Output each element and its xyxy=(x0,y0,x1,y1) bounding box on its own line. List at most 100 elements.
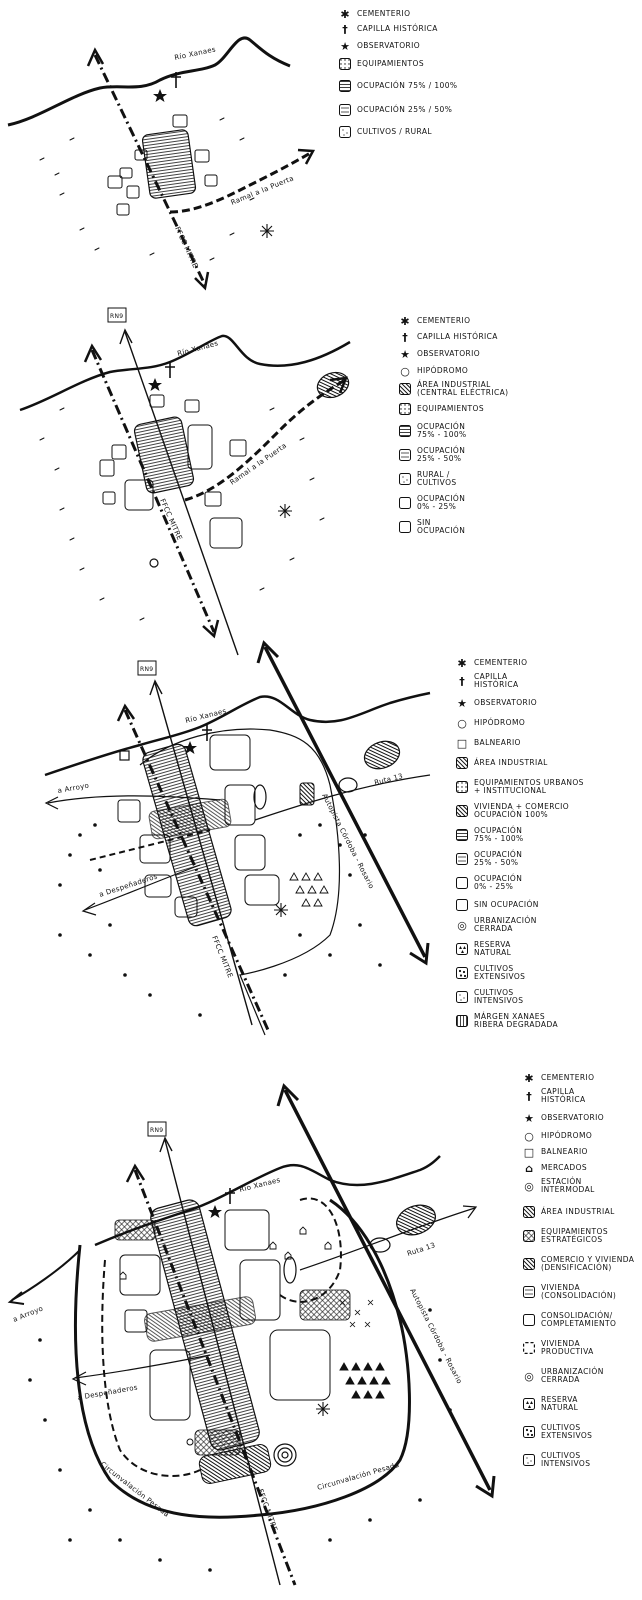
empty-square-icon xyxy=(522,1314,536,1326)
legend-item: Rural / Cultivos xyxy=(398,471,457,487)
river-label: Río Xanaes xyxy=(185,707,228,725)
dense-block xyxy=(141,129,197,199)
legend-item: Sin Ocupación xyxy=(455,899,539,911)
block-group xyxy=(119,1209,331,1421)
urban-edge xyxy=(139,728,341,1036)
legend-stage-1: ✱Cementerio †Capilla Histórica ★Observat… xyxy=(338,8,638,143)
rail-arrow-north xyxy=(86,47,105,67)
sparse-square-icon xyxy=(455,991,469,1003)
route-tag-label: RN9 xyxy=(140,666,153,673)
crop-dots xyxy=(58,823,382,1017)
legend-stage-2: ✱Cementerio †Capilla Histórica ★Observat… xyxy=(398,315,638,535)
ring-road xyxy=(73,1198,411,1519)
legend-item: ✱Cementerio xyxy=(522,1071,594,1085)
road-west-label: a Arroyo xyxy=(12,1304,45,1323)
road-branch xyxy=(184,378,346,502)
legend-item: †Capilla Histórica xyxy=(455,673,519,689)
legend-item: ◎Estación Intermodal xyxy=(522,1178,595,1194)
hippodrome-marker xyxy=(283,1256,297,1284)
river-line xyxy=(19,334,351,412)
panel-stage-3: RN9 Río Xanaes FFCC MITRE a Arroyo a Des… xyxy=(0,635,642,1045)
hatched-square-icon xyxy=(338,80,352,92)
rail-label: FFCC MITRE xyxy=(173,225,199,269)
hatched-square-icon xyxy=(398,425,412,437)
rail-arrow-north xyxy=(83,343,103,363)
river-label: Río Xanaes xyxy=(176,339,219,358)
legend-item: Área Industrial (Central Eléctrica) xyxy=(398,381,508,397)
rural-dashes xyxy=(39,407,325,621)
panel-stage-2: RN9 Río Xanaes FFCC MITRE Ramal a la Pue… xyxy=(0,300,642,660)
block-group xyxy=(107,114,218,216)
route-arrow xyxy=(119,328,133,345)
road-southwest-arrow xyxy=(81,902,97,916)
legend-item: Consolidación/ Completamiento xyxy=(522,1312,616,1328)
cemetery-marker xyxy=(260,224,274,238)
lined-square-icon xyxy=(398,449,412,461)
legend-item: Sin Ocupación xyxy=(398,519,465,535)
cemetery-marker xyxy=(274,903,288,917)
dotted-square-icon xyxy=(455,781,469,793)
legend-item: Equipamientos xyxy=(398,403,484,415)
legend-item: Equipamientos Urbanos + Institucional xyxy=(455,779,584,795)
legend-item: Ocupación 75% - 100% xyxy=(455,827,524,843)
legend-item: Cultivos Extensivos xyxy=(455,965,525,981)
dense-block xyxy=(133,416,195,494)
rail-arrow-north xyxy=(116,703,136,722)
closed-urbanization xyxy=(369,1237,391,1253)
block-group xyxy=(99,394,247,549)
cross-icon: † xyxy=(459,674,465,688)
dark-hatched-square-icon xyxy=(522,1258,536,1270)
asterisk-icon: ✱ xyxy=(524,1071,534,1085)
asterisk-icon: ✱ xyxy=(400,314,410,328)
river-line xyxy=(44,691,431,777)
legend-item: Ocupación 25% / 50% xyxy=(338,104,452,116)
crop-crosses xyxy=(339,1299,374,1328)
legend-item: Ocupación 75% / 100% xyxy=(338,80,457,92)
observatory-marker xyxy=(208,1205,222,1218)
dashed-square-icon xyxy=(522,1342,536,1354)
empty-square-icon xyxy=(455,877,469,889)
road-dashed xyxy=(89,829,211,861)
route-tag-label: RN9 xyxy=(150,1127,163,1134)
legend-item: †Capilla Histórica xyxy=(398,331,498,344)
intermodal-station xyxy=(273,1443,297,1467)
rail-arrow-south xyxy=(194,271,210,291)
triangles-square-icon xyxy=(522,1398,536,1410)
legend-item: Ocupación 0% - 25% xyxy=(455,875,522,891)
cross-icon: † xyxy=(526,1089,532,1103)
chapel-marker xyxy=(171,72,181,88)
chapel-marker xyxy=(225,1188,235,1204)
route-arrow xyxy=(149,679,163,696)
observatory-marker xyxy=(148,378,162,391)
house-icon: ⌂ xyxy=(525,1161,533,1175)
empty-square-icon xyxy=(398,521,412,533)
hippodrome-marker xyxy=(253,784,267,810)
circle-icon: ○ xyxy=(457,716,467,730)
star-icon: ★ xyxy=(340,39,350,53)
route-arrow xyxy=(159,1136,173,1153)
legend-item: Área Industrial xyxy=(522,1206,615,1218)
road-branch-arrow xyxy=(297,148,316,165)
cemetery-marker xyxy=(278,504,292,518)
road-east-label: Ruta 13 xyxy=(406,1241,436,1258)
legend-item: ★Observatorio xyxy=(455,697,537,710)
empty-square-icon xyxy=(398,497,412,509)
dark-hatched-square-icon xyxy=(398,383,412,395)
highway-arrow-north xyxy=(276,1083,300,1107)
lined-square-icon xyxy=(522,1286,536,1298)
map-stage-3: RN9 Río Xanaes FFCC MITRE a Arroyo a Des… xyxy=(44,640,431,1036)
mixed-band xyxy=(148,798,232,840)
dots-square-icon xyxy=(455,967,469,979)
road-branch xyxy=(169,150,313,214)
dotted-square-icon xyxy=(338,58,352,70)
circle-icon: ○ xyxy=(524,1129,534,1143)
small-square-icon: □ xyxy=(456,736,468,750)
lined-square-icon xyxy=(455,853,469,865)
road-southwest-label: a Despeñaderos xyxy=(77,1384,138,1402)
road-east-arrow xyxy=(462,1205,478,1219)
route-tag-box xyxy=(147,1121,167,1137)
spa-marker xyxy=(119,750,130,761)
industrial-small xyxy=(299,782,315,806)
legend-item: ○Hipódromo xyxy=(398,365,468,378)
strategic-facilities xyxy=(114,1219,351,1456)
